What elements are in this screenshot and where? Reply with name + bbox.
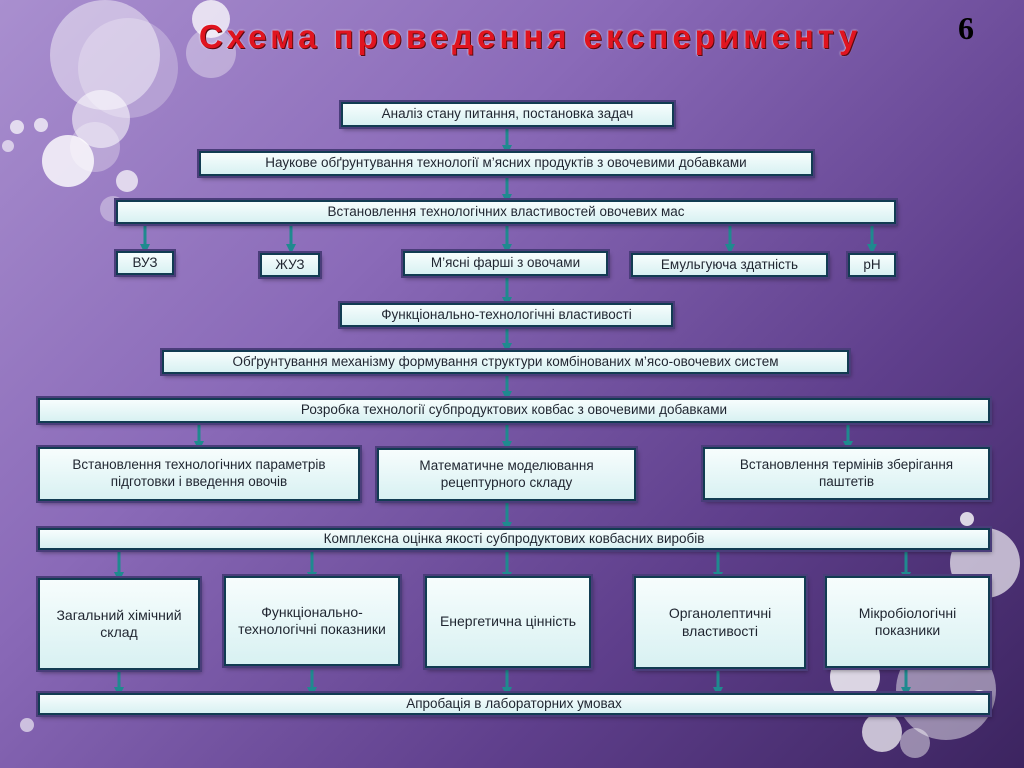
- box-storage-terms: Встановлення термінів зберігання паштеті…: [703, 447, 990, 500]
- decor-bubble: [862, 712, 902, 752]
- decor-bubble: [116, 170, 138, 192]
- box-scientific-justification: Наукове обґрунтування технології м’ясних…: [199, 151, 813, 176]
- box-structure-mechanism: Обґрунтування механізму формування струк…: [162, 350, 849, 374]
- box-sausage-technology: Розробка технології субпродуктових ковба…: [38, 398, 990, 423]
- box-chemical-composition: Загальний хімічний склад: [38, 578, 200, 670]
- decor-bubble: [42, 135, 94, 187]
- decor-bubble: [70, 122, 120, 172]
- box-technological-properties: Встановлення технологічних властивостей …: [116, 200, 896, 224]
- box-math-modelling: Математичне моделювання рецептурного скл…: [377, 448, 636, 501]
- box-energy-value: Енергетична цінність: [425, 576, 591, 668]
- decor-bubble: [192, 0, 230, 38]
- box-problem-analysis: Аналіз стану питання, постановка задач: [341, 102, 674, 127]
- decor-bubble: [960, 512, 974, 526]
- decor-bubble: [2, 140, 14, 152]
- box-functional-indicators: Функціонально-технологічні показники: [224, 576, 400, 666]
- page-number: 6: [958, 10, 974, 46]
- slide-title: Схема проведення експерименту: [198, 18, 862, 55]
- box-meat-forcemeat: М’ясні фарші з овочами: [403, 251, 608, 276]
- box-vuz: ВУЗ: [116, 251, 174, 275]
- box-organoleptic-properties: Органолептичні властивості: [634, 576, 806, 669]
- decor-bubble: [10, 120, 24, 134]
- box-preparation-parameters: Встановлення технологічних параметрів пі…: [38, 447, 360, 501]
- box-functional-properties: Функціонально-технологічні властивості: [340, 303, 673, 327]
- decor-bubble: [186, 28, 236, 78]
- box-quality-assessment: Комплексна оцінка якості субпродуктових …: [38, 528, 990, 550]
- decor-bubble: [900, 728, 930, 758]
- decor-bubble: [20, 718, 34, 732]
- box-zhuz: ЖУЗ: [260, 253, 320, 277]
- decor-bubble: [34, 118, 48, 132]
- box-microbiological-indicators: Мікробіологічні показники: [825, 576, 990, 668]
- box-emulsifying-capacity: Емульгуюча здатність: [631, 253, 828, 277]
- box-ph: pH: [848, 253, 896, 277]
- box-lab-approbation: Апробація в лабораторних умовах: [38, 693, 990, 715]
